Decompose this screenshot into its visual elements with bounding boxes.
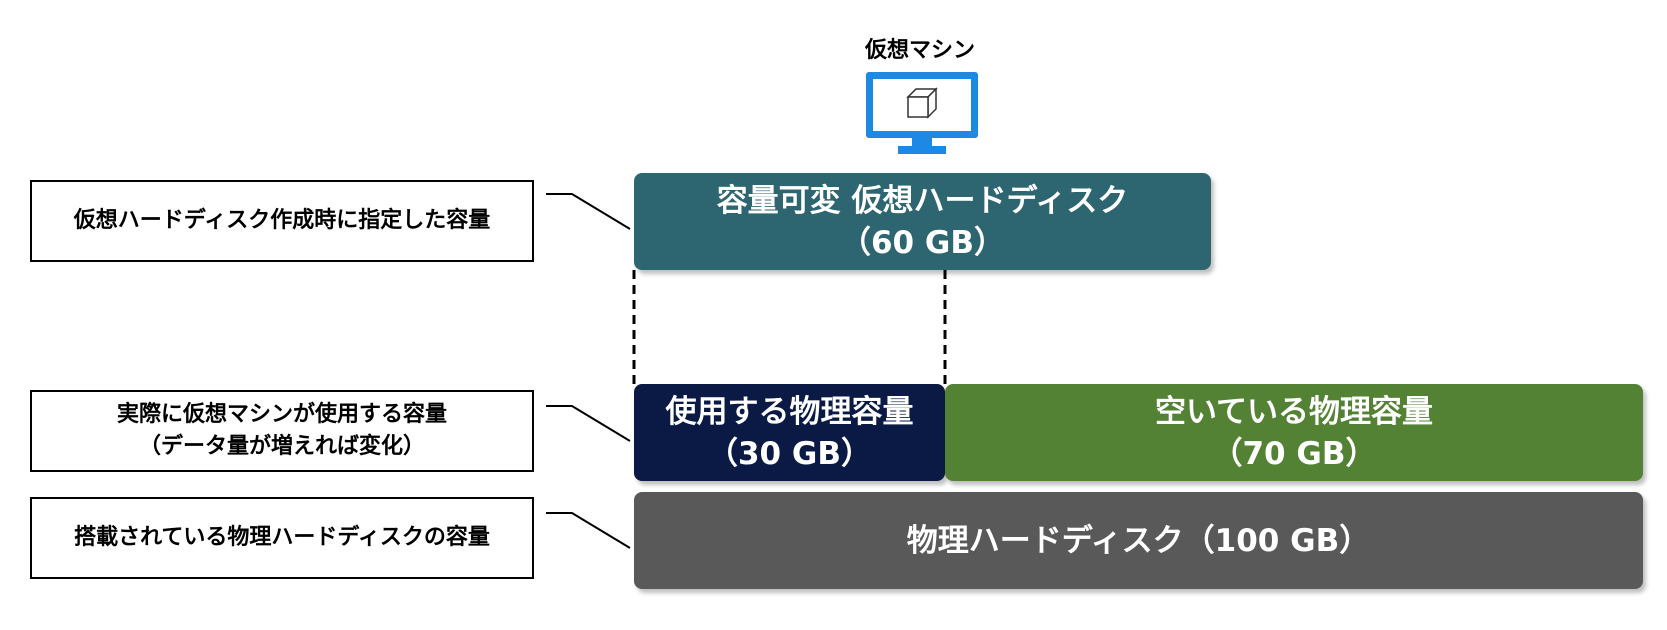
leader-line-used <box>546 405 631 442</box>
leader-line-specified <box>546 193 631 230</box>
used-size: （30 GB） <box>706 435 872 472</box>
label-used-text-line1: 実際に仮想マシンが使用する容量 <box>116 402 447 427</box>
vhd-title: 容量可変 仮想ハードディスク <box>716 182 1129 219</box>
free-size: （70 GB） <box>1211 435 1377 472</box>
label-specified-text: 仮想ハードディスク作成時に指定した容量 <box>73 208 491 233</box>
free-title: 空いている物理容量 <box>1154 393 1434 430</box>
used-title: 使用する物理容量 <box>665 393 914 430</box>
label-used-capacity: 実際に仮想マシンが使用する容量 （データ量が増えれば変化） <box>30 390 534 472</box>
label-physical-text: 搭載されている物理ハードディスクの容量 <box>74 525 490 550</box>
label-used-text-line2: （データ量が増えれば変化） <box>138 434 425 459</box>
physical-title: 物理ハードディスク（100 GB） <box>906 522 1371 559</box>
label-specified-capacity: 仮想ハードディスク作成時に指定した容量 <box>30 180 534 262</box>
virtual-hard-disk-block: 容量可変 仮想ハードディスク （60 GB） <box>634 173 1211 270</box>
used-physical-capacity-block: 使用する物理容量 （30 GB） <box>634 384 945 481</box>
vm-title: 仮想マシン <box>864 38 975 63</box>
leader-line-physical <box>546 512 631 549</box>
virtual-machine-monitor-icon <box>866 70 978 156</box>
physical-hard-disk-block: 物理ハードディスク（100 GB） <box>634 492 1643 589</box>
label-physical-capacity: 搭載されている物理ハードディスクの容量 <box>30 497 534 579</box>
vhd-size: （60 GB） <box>839 224 1005 261</box>
free-physical-capacity-block: 空いている物理容量 （70 GB） <box>945 384 1643 481</box>
